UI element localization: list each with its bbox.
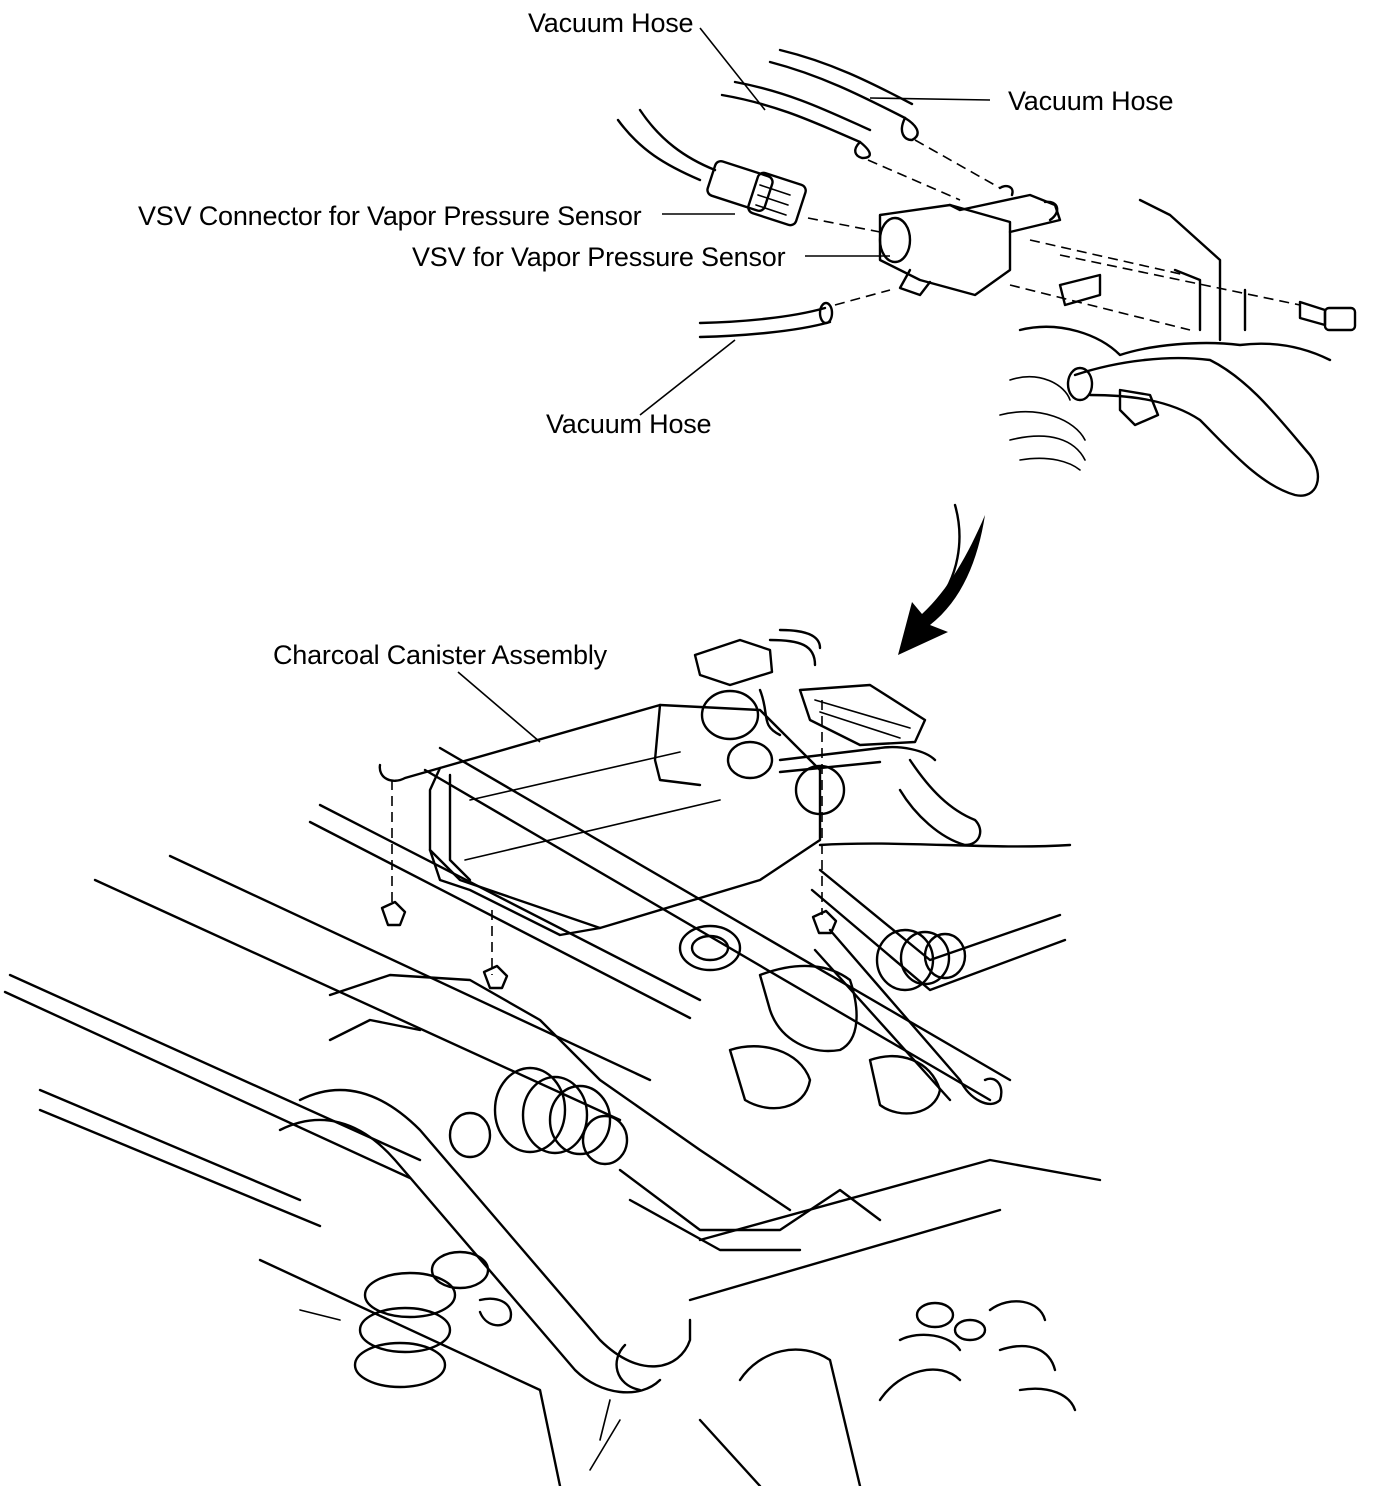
label-charcoal-canister: Charcoal Canister Assembly: [273, 640, 607, 670]
nut-middle: [482, 964, 509, 990]
label-vacuum-hose-right: Vacuum Hose: [1008, 86, 1174, 116]
label-vacuum-hose-top: Vacuum Hose: [528, 8, 694, 38]
vacuum-hose-lower: [698, 306, 827, 325]
canister-assembly-drawing: [3, 628, 1102, 1488]
vacuum-hose-upper-a2: [733, 80, 872, 132]
vsv-detail-drawing: [616, 27, 1357, 497]
direction-arrow: [898, 515, 985, 655]
vsv-body: [878, 203, 1012, 297]
label-vsv: VSV for Vapor Pressure Sensor: [412, 242, 786, 272]
nut-right: [811, 909, 838, 935]
label-vsv-connector: VSV Connector for Vapor Pressure Sensor: [138, 201, 642, 231]
label-vacuum-hose-bottom: Vacuum Hose: [546, 409, 712, 439]
bolt: [1298, 300, 1327, 327]
vacuum-hose-upper-b: [768, 60, 907, 120]
nut-left: [380, 900, 407, 927]
canister-body: [428, 703, 822, 930]
vacuum-hose-upper-a: [720, 93, 862, 144]
